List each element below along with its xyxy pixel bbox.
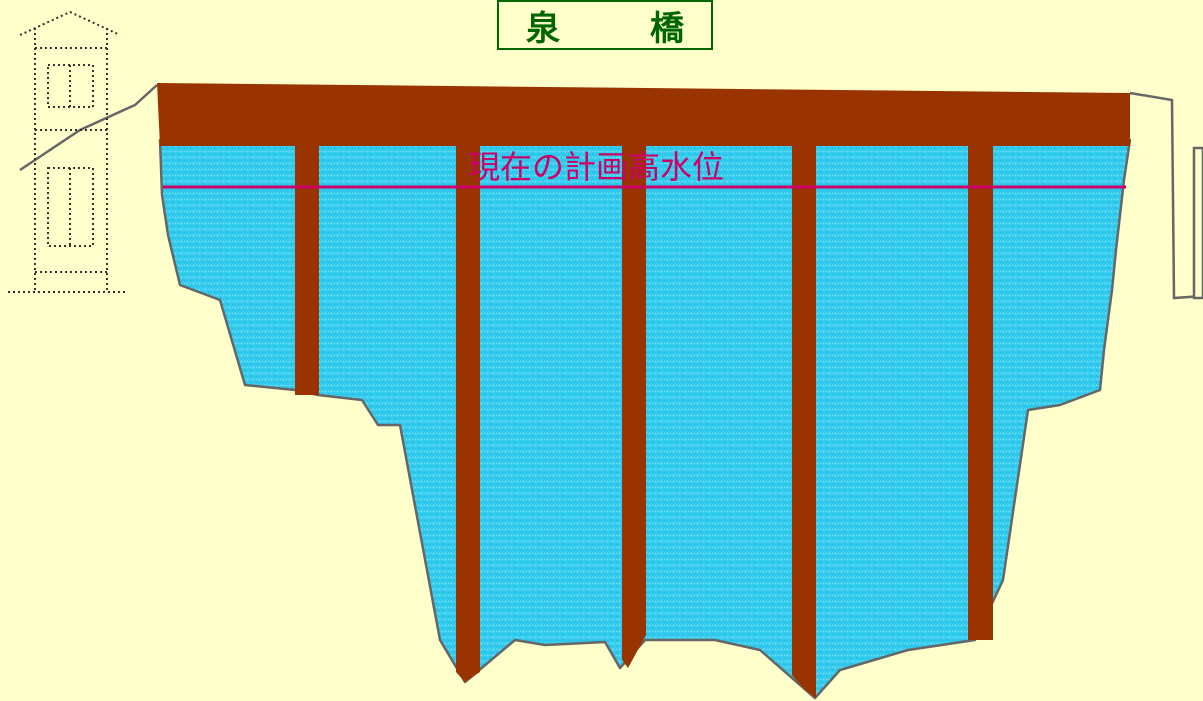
house-outline-icon: [8, 10, 125, 293]
pier-1: [295, 140, 319, 395]
pier-2: [456, 140, 480, 682]
left-bank-line: [19, 84, 158, 172]
right-bank-line: [1129, 91, 1203, 300]
high-water-level-label: 現在の計画高水位: [468, 148, 725, 186]
title-box: 泉 橋: [497, 0, 713, 50]
pier-3: [622, 140, 646, 668]
bridge-title: 泉 橋: [526, 8, 712, 49]
bridge-deck: [157, 83, 1130, 146]
pier-5: [968, 140, 993, 640]
pier-4: [792, 140, 816, 698]
right-embankment-wall: [1192, 146, 1203, 300]
